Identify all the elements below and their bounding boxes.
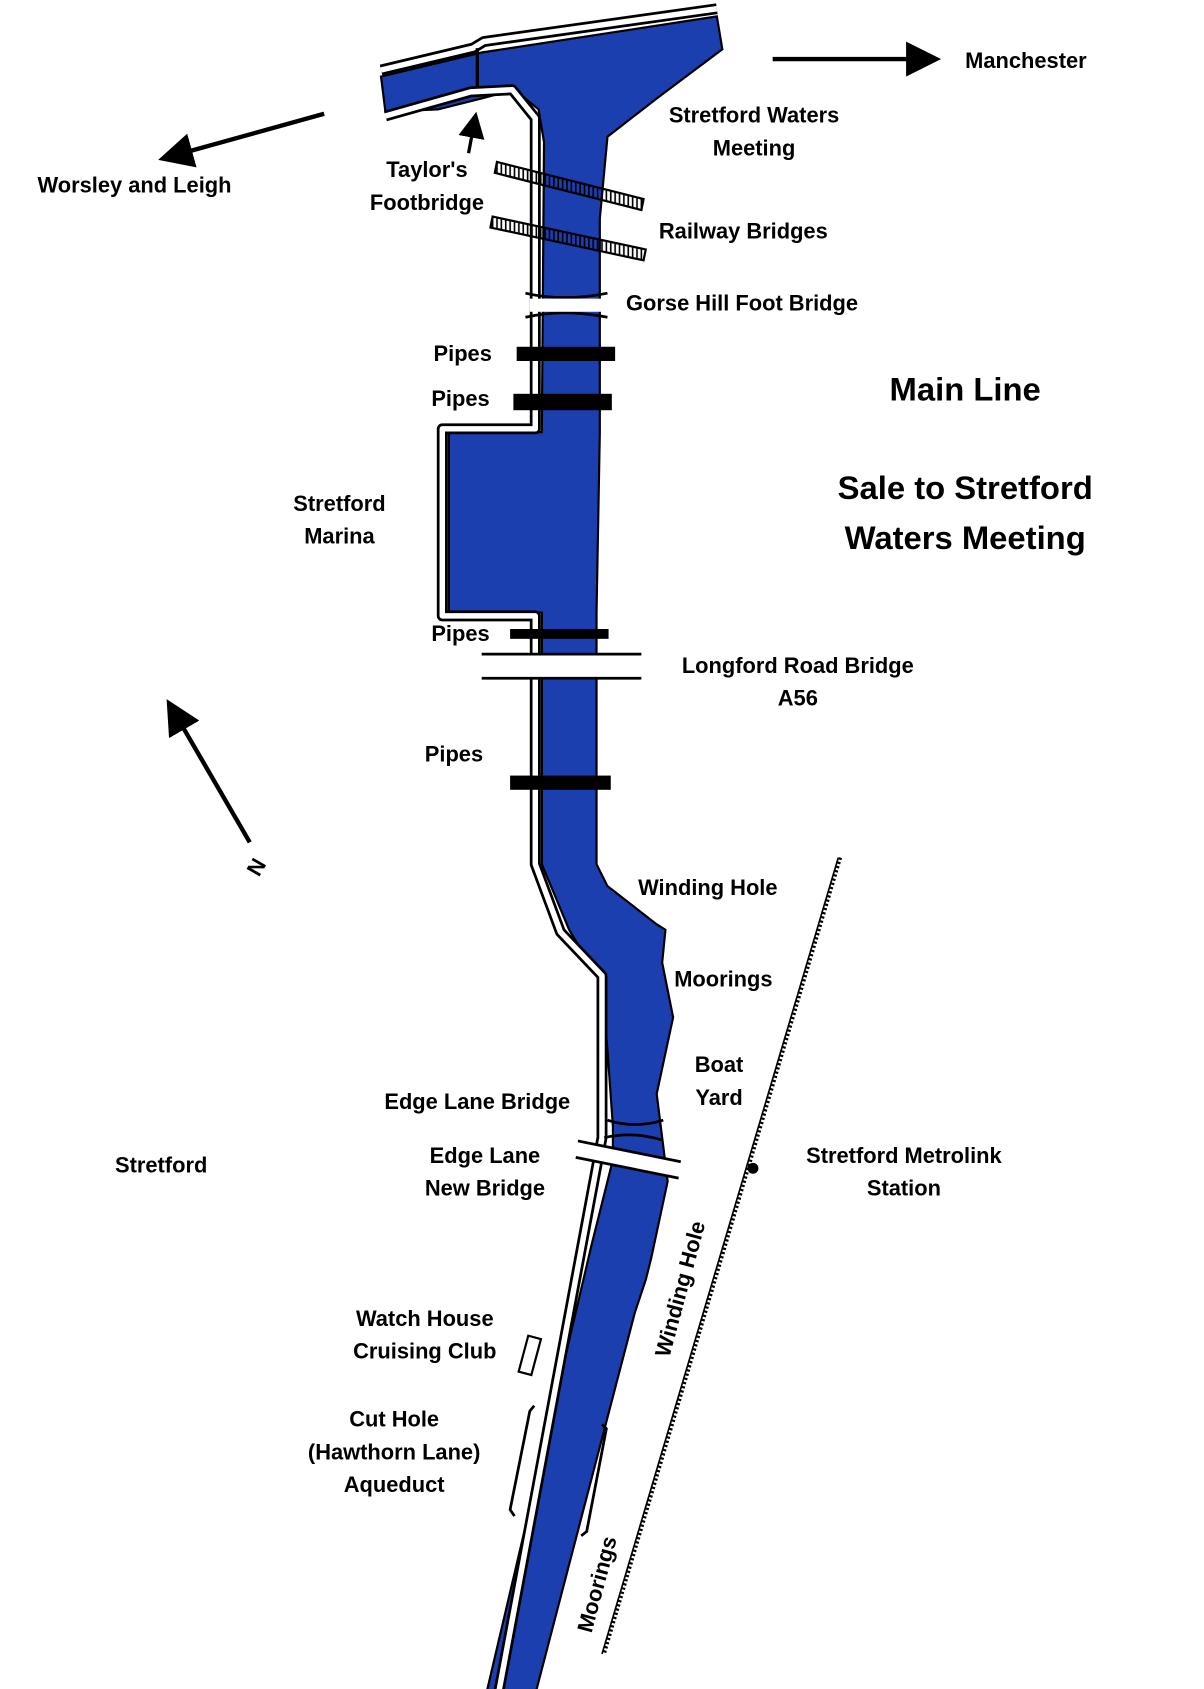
title-line-3: Waters Meeting (845, 519, 1086, 556)
moorings-label: Moorings (674, 967, 772, 992)
taylors-arrow-icon (458, 111, 485, 154)
metrolink-label-2: Station (867, 1176, 941, 1201)
winding-hole-label: Winding Hole (638, 875, 777, 900)
canal-water (379, 15, 724, 1689)
cut-hole-label: Cut Hole (349, 1406, 439, 1431)
north-label: N (242, 854, 272, 880)
edge-lane-bridge (603, 1118, 664, 1142)
marina-label: Stretford (293, 491, 385, 516)
stretford-label: Stretford (115, 1153, 207, 1178)
edge-lane-bridge-label: Edge Lane Bridge (384, 1089, 570, 1114)
watch-house-building (517, 1334, 543, 1377)
gorse-hill-bridge (525, 291, 608, 319)
pipes-label-3: Pipes (431, 621, 489, 646)
edge-lane-new-bridge (575, 1139, 682, 1180)
metrolink-railway (602, 857, 843, 1655)
waters-meeting-label-2: Meeting (713, 135, 796, 160)
worsley-label: Worsley and Leigh (38, 173, 232, 198)
watch-house-label: Watch House (356, 1306, 494, 1331)
railway-bridges (489, 160, 648, 262)
pipes-label-1: Pipes (434, 341, 492, 366)
manchester-label: Manchester (965, 48, 1087, 73)
taylors-footbridge-label-2: Footbridge (370, 190, 484, 215)
marina-label-2: Marina (304, 524, 375, 549)
title-main-line: Main Line (890, 370, 1041, 407)
longford-bridge-label-2: A56 (778, 686, 818, 711)
pipes-label-4: Pipes (425, 741, 483, 766)
longford-road-bridge (481, 652, 642, 680)
moorings-label-2: Moorings (572, 1533, 622, 1634)
pipes (510, 346, 616, 790)
cut-hole-label-2: (Hawthorn Lane) (308, 1439, 480, 1464)
worsley-arrow-icon (158, 111, 325, 168)
longford-bridge-label: Longford Road Bridge (682, 653, 914, 678)
pipes-label-2: Pipes (431, 386, 489, 411)
north-arrow-icon (166, 699, 252, 844)
taylors-footbridge-label: Taylor's (386, 157, 467, 182)
watch-house-label-2: Cruising Club (353, 1339, 496, 1364)
metrolink-station-icon (747, 1162, 759, 1174)
cut-hole-label-3: Aqueduct (344, 1472, 446, 1497)
winding-hole-label-2: Winding Hole (650, 1218, 710, 1359)
boat-yard-label: Boat (695, 1052, 744, 1077)
towpath (379, 3, 718, 1689)
title-line-2: Sale to Stretford (838, 469, 1093, 506)
edge-lane-new-bridge-label-2: New Bridge (425, 1176, 545, 1201)
aqueduct-marks (508, 1404, 608, 1537)
gorse-hill-label: Gorse Hill Foot Bridge (626, 291, 858, 316)
railway-bridges-label: Railway Bridges (659, 218, 828, 243)
waters-meeting-label: Stretford Waters (669, 103, 839, 128)
metrolink-label: Stretford Metrolink (806, 1143, 1002, 1168)
edge-lane-new-bridge-label: Edge Lane (430, 1143, 541, 1168)
boat-yard-label-2: Yard (695, 1085, 742, 1110)
